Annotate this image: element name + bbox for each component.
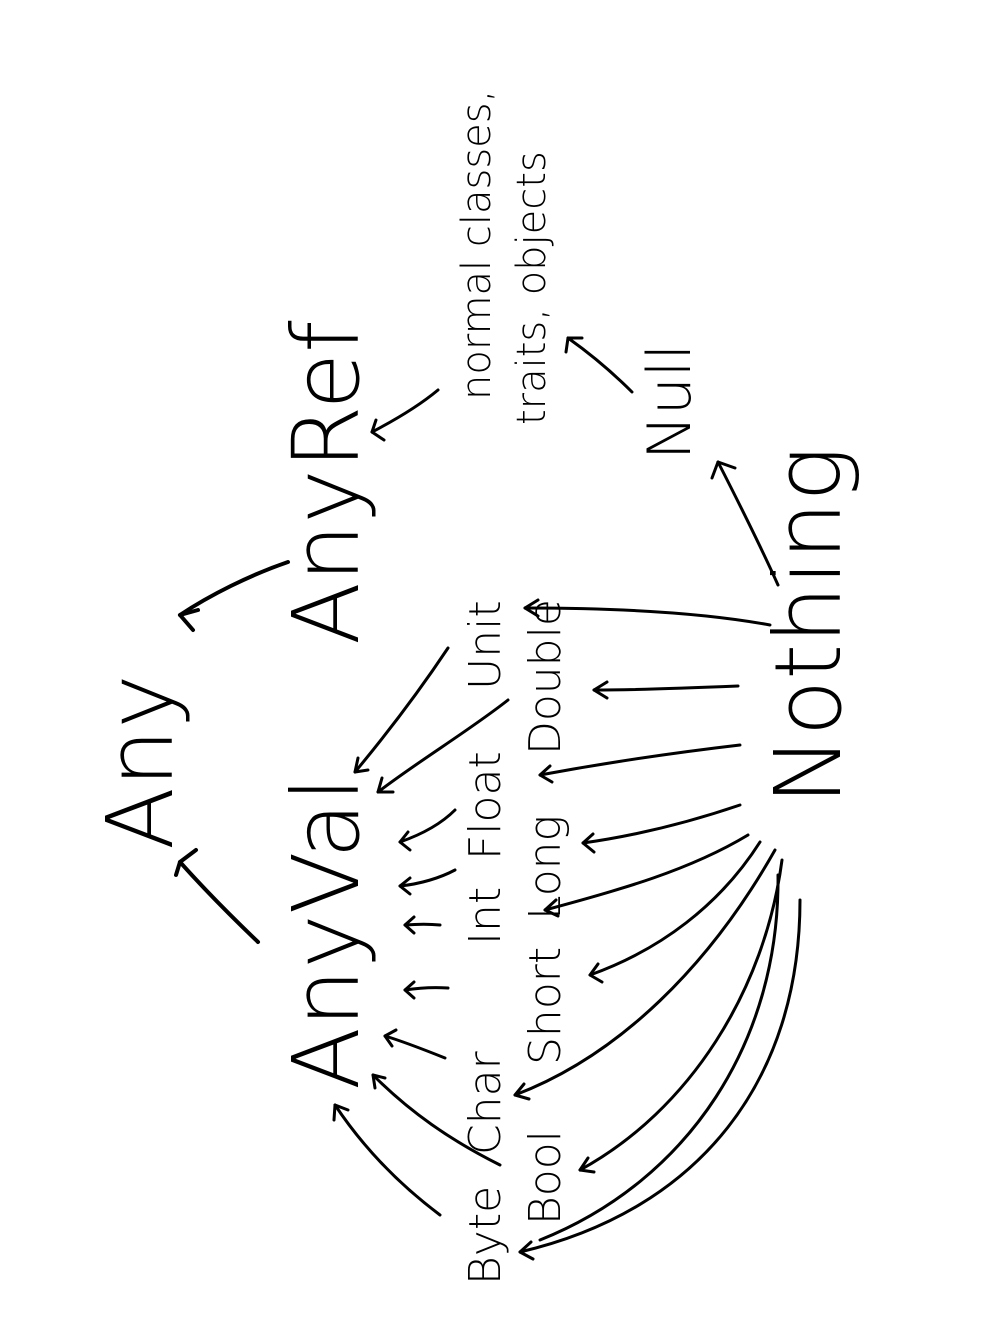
arrow-nothing-to-double bbox=[592, 680, 740, 700]
arrow-double-to-anyval bbox=[376, 698, 510, 794]
arrow-float-to-anyval bbox=[398, 808, 457, 852]
node-nothing: Nothing bbox=[755, 446, 862, 805]
node-anyval: AnyVal bbox=[273, 777, 380, 1090]
arrow-nothing-to-byte bbox=[518, 898, 802, 1261]
arrow-nothing-to-char bbox=[578, 858, 784, 1174]
node-long: Long bbox=[520, 815, 571, 920]
arrow-nothing-to-short bbox=[543, 833, 750, 918]
node-int: Int bbox=[460, 887, 511, 945]
arrow-bool-to-anyval bbox=[371, 1073, 502, 1167]
arrow-long-to-anyval bbox=[403, 915, 442, 935]
node-null: Null bbox=[635, 344, 705, 460]
arrow-nothing-to-null bbox=[710, 460, 780, 587]
node-anyref: AnyRef bbox=[273, 320, 380, 645]
node-traits-objects: traits, objects bbox=[509, 151, 555, 425]
arrow-nothing-to-bool bbox=[513, 848, 777, 1101]
arrow-null-to-classes bbox=[564, 336, 634, 394]
arrow-classes-to-anyref bbox=[370, 388, 440, 442]
node-byte: Byte bbox=[460, 1186, 511, 1285]
node-normal-classes: normal classes, bbox=[454, 90, 500, 400]
arrow-nothing-to-long bbox=[538, 743, 742, 784]
node-char: Char bbox=[460, 1050, 511, 1155]
node-double: Double bbox=[520, 599, 571, 755]
node-any: Any bbox=[87, 674, 194, 850]
node-short: Short bbox=[520, 947, 571, 1065]
arrow-nothing-to-float bbox=[581, 803, 742, 854]
arrow-short-to-anyval bbox=[403, 980, 450, 1000]
node-bool: Bool bbox=[520, 1130, 571, 1225]
arrow-nothing-to-unit bbox=[523, 598, 772, 627]
node-float: Float bbox=[460, 751, 511, 860]
arrow-char-to-anyval bbox=[383, 1028, 447, 1060]
arrow-nothing-to-byte-2 bbox=[538, 873, 780, 1242]
arrow-unit-to-anyval bbox=[353, 646, 450, 774]
node-unit: Unit bbox=[460, 600, 511, 690]
arrow-anyref-to-any bbox=[178, 560, 290, 632]
arrow-anyval-to-any bbox=[174, 848, 260, 944]
arrow-byte-to-anyval bbox=[332, 1103, 442, 1217]
arrow-int-to-anyval bbox=[398, 868, 457, 896]
arrow-nothing-to-int bbox=[588, 840, 762, 984]
